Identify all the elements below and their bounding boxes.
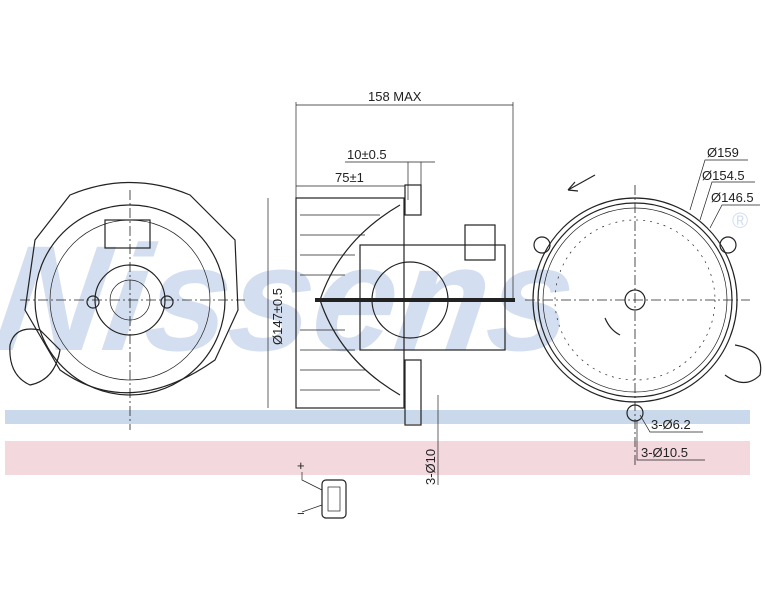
side-view: 158 MAX 10±0.5 75±1 Ø147±0.5 3-Ø10	[267, 89, 515, 485]
registered-mark: ®	[732, 208, 748, 233]
dim-side-holes: 3-Ø10	[423, 449, 438, 485]
watermark-band-blue	[5, 410, 750, 424]
rear-view	[9, 181, 245, 430]
front-view: Ø159 Ø154.5 Ø146.5 3-Ø6.2 3-Ø10.5	[525, 145, 762, 465]
dim-d146: Ø146.5	[711, 190, 754, 205]
dim-large-holes: 3-Ø10.5	[641, 445, 688, 460]
dim-small-holes: 3-Ø6.2	[651, 417, 691, 432]
dim-depth: 75±1	[335, 170, 364, 185]
dim-length: 158 MAX	[368, 89, 422, 104]
dim-offset: 10±0.5	[347, 147, 387, 162]
watermark-band-pink	[5, 441, 750, 475]
dim-d154: Ø154.5	[702, 168, 745, 183]
connector-symbol: + −	[297, 458, 347, 521]
dim-d159: Ø159	[707, 145, 739, 160]
dim-wheel-diameter: Ø147±0.5	[270, 288, 285, 345]
minus-terminal: −	[297, 506, 305, 521]
plus-terminal: +	[297, 458, 305, 473]
